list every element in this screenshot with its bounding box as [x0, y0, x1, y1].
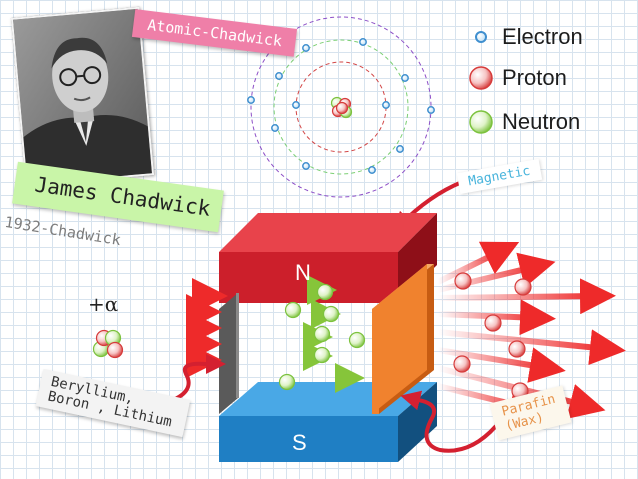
- neutron-arrows: [237, 275, 365, 393]
- legend-neutron-icon: [469, 110, 493, 134]
- north-pole-label: N: [295, 260, 311, 285]
- neutron-particles: [278, 283, 366, 391]
- parafin-pointer-arrow: [400, 390, 498, 453]
- proton-particles: [453, 272, 532, 400]
- portrait-photo-icon: [13, 8, 152, 185]
- legend-electron-icon: [475, 31, 487, 43]
- beryllium-plate: [219, 293, 239, 414]
- chadwick-portrait: [10, 6, 155, 187]
- legend-proton-label: Proton: [502, 65, 567, 90]
- legend-electron-label: Electron: [502, 24, 583, 49]
- alpha-particle: [92, 329, 124, 359]
- legend-neutron-label: Neutron: [502, 109, 581, 134]
- south-magnet: [219, 382, 437, 462]
- legend-proton-icon: [469, 66, 493, 90]
- parafin-plate: [372, 264, 434, 414]
- south-pole-label: S: [292, 430, 307, 455]
- materials-pointer-arrow: [167, 354, 226, 404]
- alpha-label: +α: [88, 292, 119, 316]
- legend-markers: [469, 31, 493, 134]
- atom-model-icon: [247, 16, 435, 198]
